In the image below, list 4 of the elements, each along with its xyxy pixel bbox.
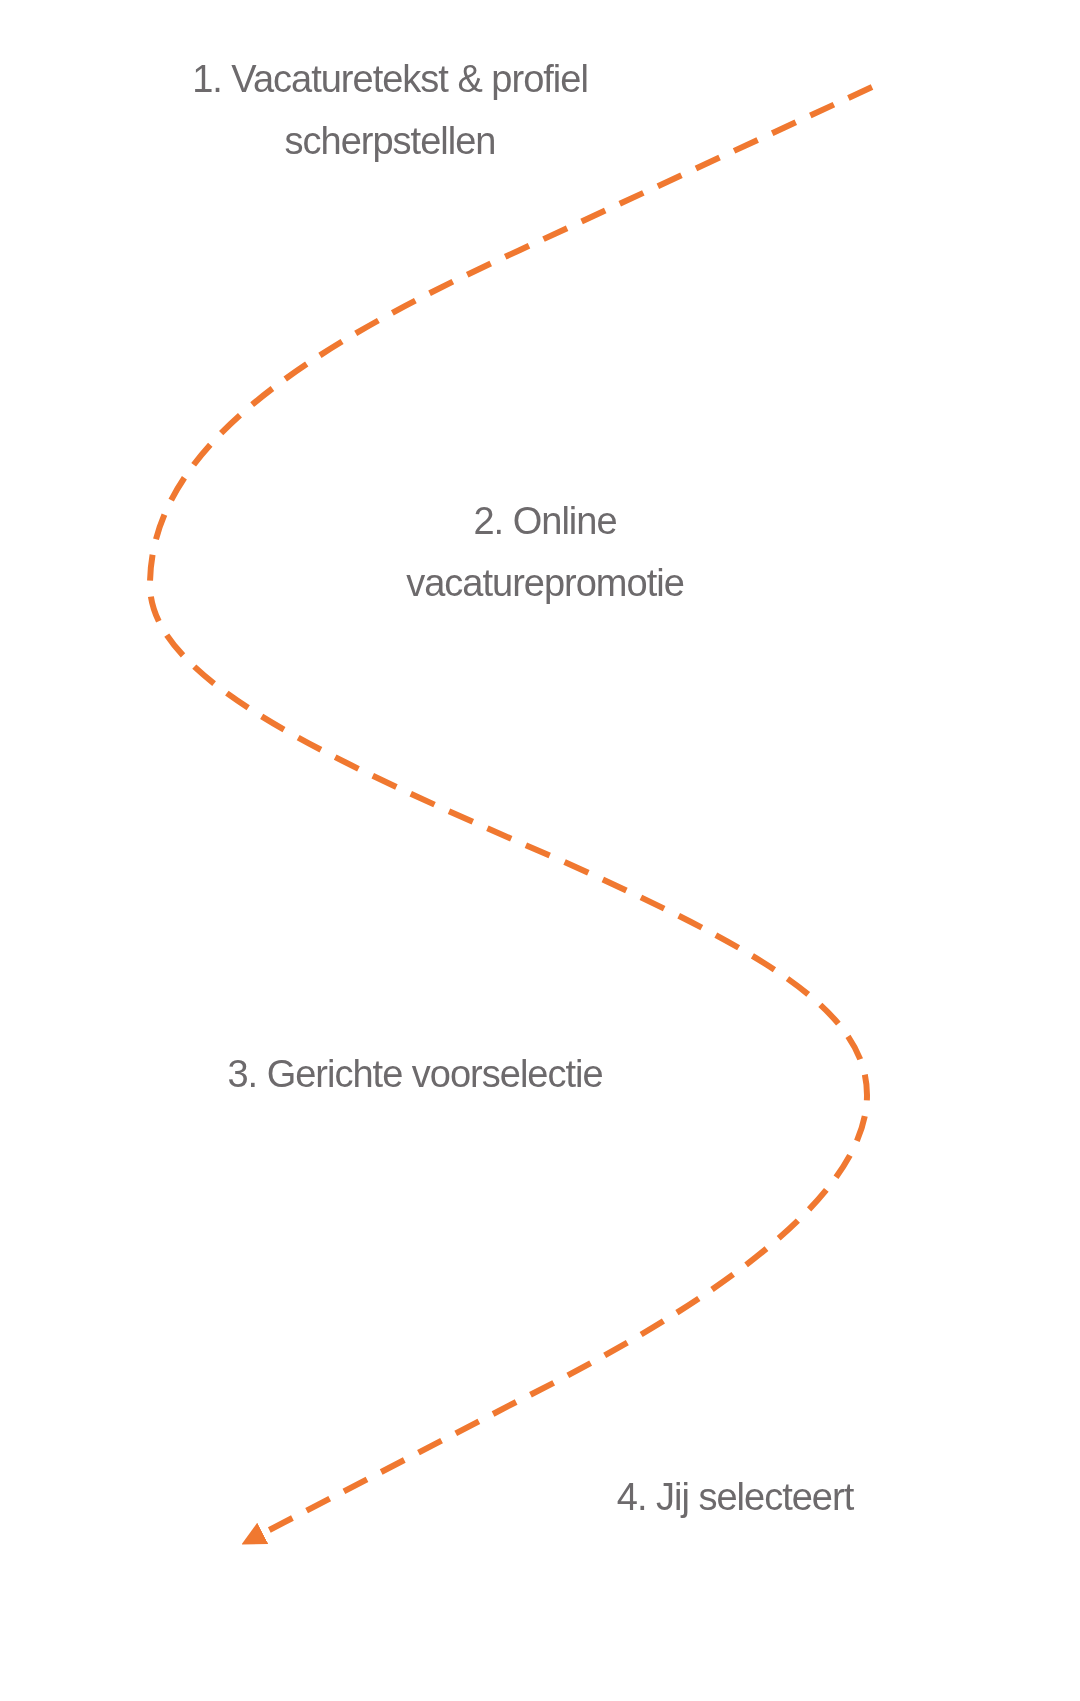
step-label: 2. Online vacaturepromotie — [405, 499, 685, 606]
step-label: 3. Gerichte voorselectie — [226, 1052, 604, 1097]
step-label: 4. Jij selecteert — [615, 1475, 855, 1520]
step-label: 1. Vacaturetekst & profiel scherpstellen — [191, 57, 589, 164]
